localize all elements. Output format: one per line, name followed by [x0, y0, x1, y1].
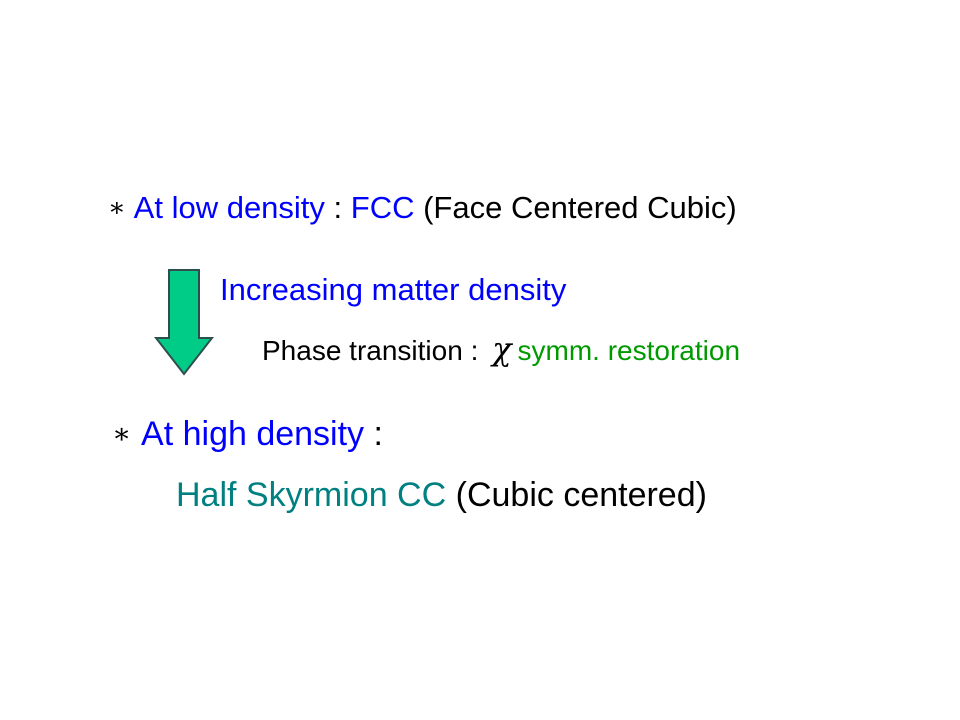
low-density-line: ∗At low density : FCC (Face Centered Cub…: [108, 192, 737, 223]
high-density-line: ∗ At high density :: [112, 417, 383, 451]
chi-symbol: χ: [492, 330, 512, 368]
low-density-label: At low density: [133, 190, 325, 225]
low-density-separator: :: [324, 190, 351, 225]
low-density-structure: FCC: [350, 190, 415, 225]
transition-heading: Increasing matter density: [220, 272, 567, 307]
low-density-description: (Face Centered Cubic): [414, 190, 737, 225]
high-density-label: At high density: [141, 415, 365, 453]
high-density-structure: Half Skyrmion CC: [176, 476, 447, 514]
asterisk-bullet-icon: ∗: [112, 417, 132, 450]
phase-transition-prefix: Phase transition :: [262, 335, 487, 366]
down-arrow-icon: [154, 269, 214, 376]
high-density-description: (Cubic centered): [446, 476, 707, 514]
asterisk-bullet-icon: ∗: [108, 193, 126, 223]
symmetry-restoration-text: symm. restoration: [517, 335, 741, 366]
arrow-shape: [154, 269, 214, 376]
high-density-separator: :: [364, 415, 383, 453]
high-density-structure-line: Half Skyrmion CC (Cubic centered): [176, 478, 707, 512]
